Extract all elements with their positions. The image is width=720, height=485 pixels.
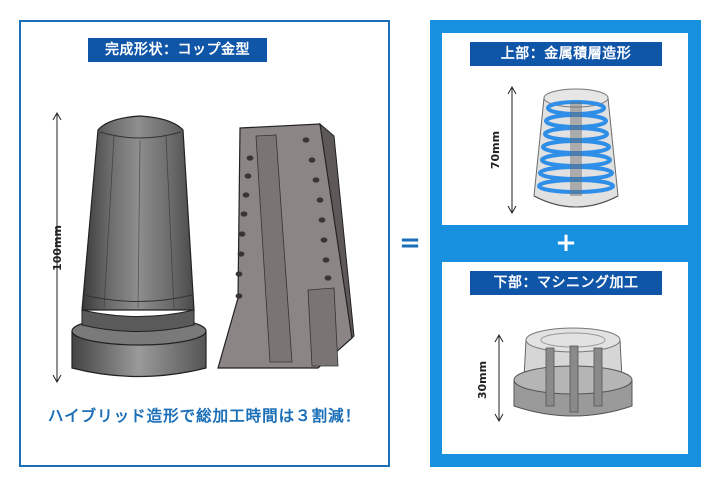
upper-part-spiral-image <box>533 88 619 208</box>
lower-dimension-label: 30mm <box>476 360 489 400</box>
upper-dimension-label: 70mm <box>489 130 502 170</box>
cup-mold-exterior-image <box>71 115 207 378</box>
plus-sign: + <box>555 228 577 258</box>
equals-sign: = <box>399 228 421 258</box>
upper-dimension-arrow <box>507 85 517 215</box>
finished-shape-title: 完成形状：コップ金型 <box>88 38 267 62</box>
lower-part-base-image <box>513 327 633 417</box>
time-reduction-caption: ハイブリッド造形で総加工時間は３割減！ <box>47 407 362 425</box>
lower-dimension-arrow <box>494 333 504 423</box>
upper-part-title: 上部：金属積層造形 <box>470 42 662 66</box>
lower-part-title: 下部：マシニング加工 <box>470 271 662 295</box>
height-dimension-arrow <box>52 111 62 384</box>
cup-mold-section-image <box>217 122 355 369</box>
height-dimension-label: 100mm <box>51 225 64 271</box>
